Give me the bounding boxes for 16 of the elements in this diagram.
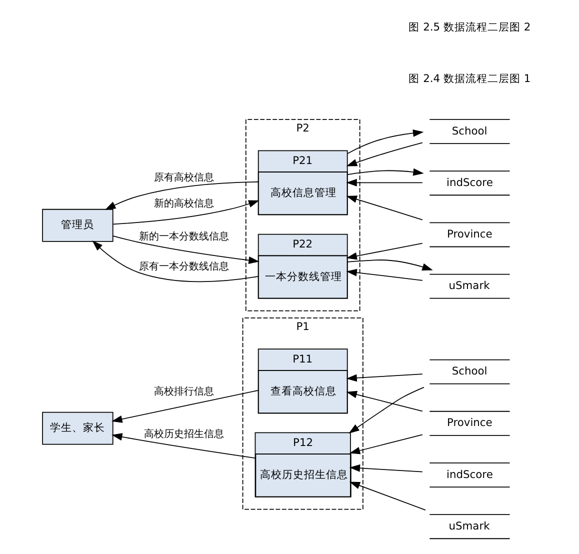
node-text: indScore — [446, 468, 493, 481]
node-text: Province — [447, 416, 492, 430]
node-text: uSmark — [448, 279, 490, 292]
label: 图 2.5 数据流程二层图 2 — [408, 20, 531, 34]
edge-label: 高校历史招生信息 — [144, 429, 224, 440]
node-text: School — [452, 124, 488, 138]
edge-label: 高校排行信息 — [154, 386, 214, 398]
edge-label: 原有一本分数线信息 — [139, 262, 230, 273]
edge-label: 新的高校信息 — [154, 198, 214, 210]
node-text: Province — [447, 227, 492, 240]
edge-label: 原有高校信息 — [154, 172, 214, 184]
label: 图 2.4 数据流程二层图 1 — [408, 72, 531, 86]
node-text: indScore — [446, 176, 493, 189]
node-text: School — [452, 364, 488, 378]
node-text: uSmark — [448, 519, 490, 532]
edge-label: 新的一本分数线信息 — [139, 231, 230, 242]
